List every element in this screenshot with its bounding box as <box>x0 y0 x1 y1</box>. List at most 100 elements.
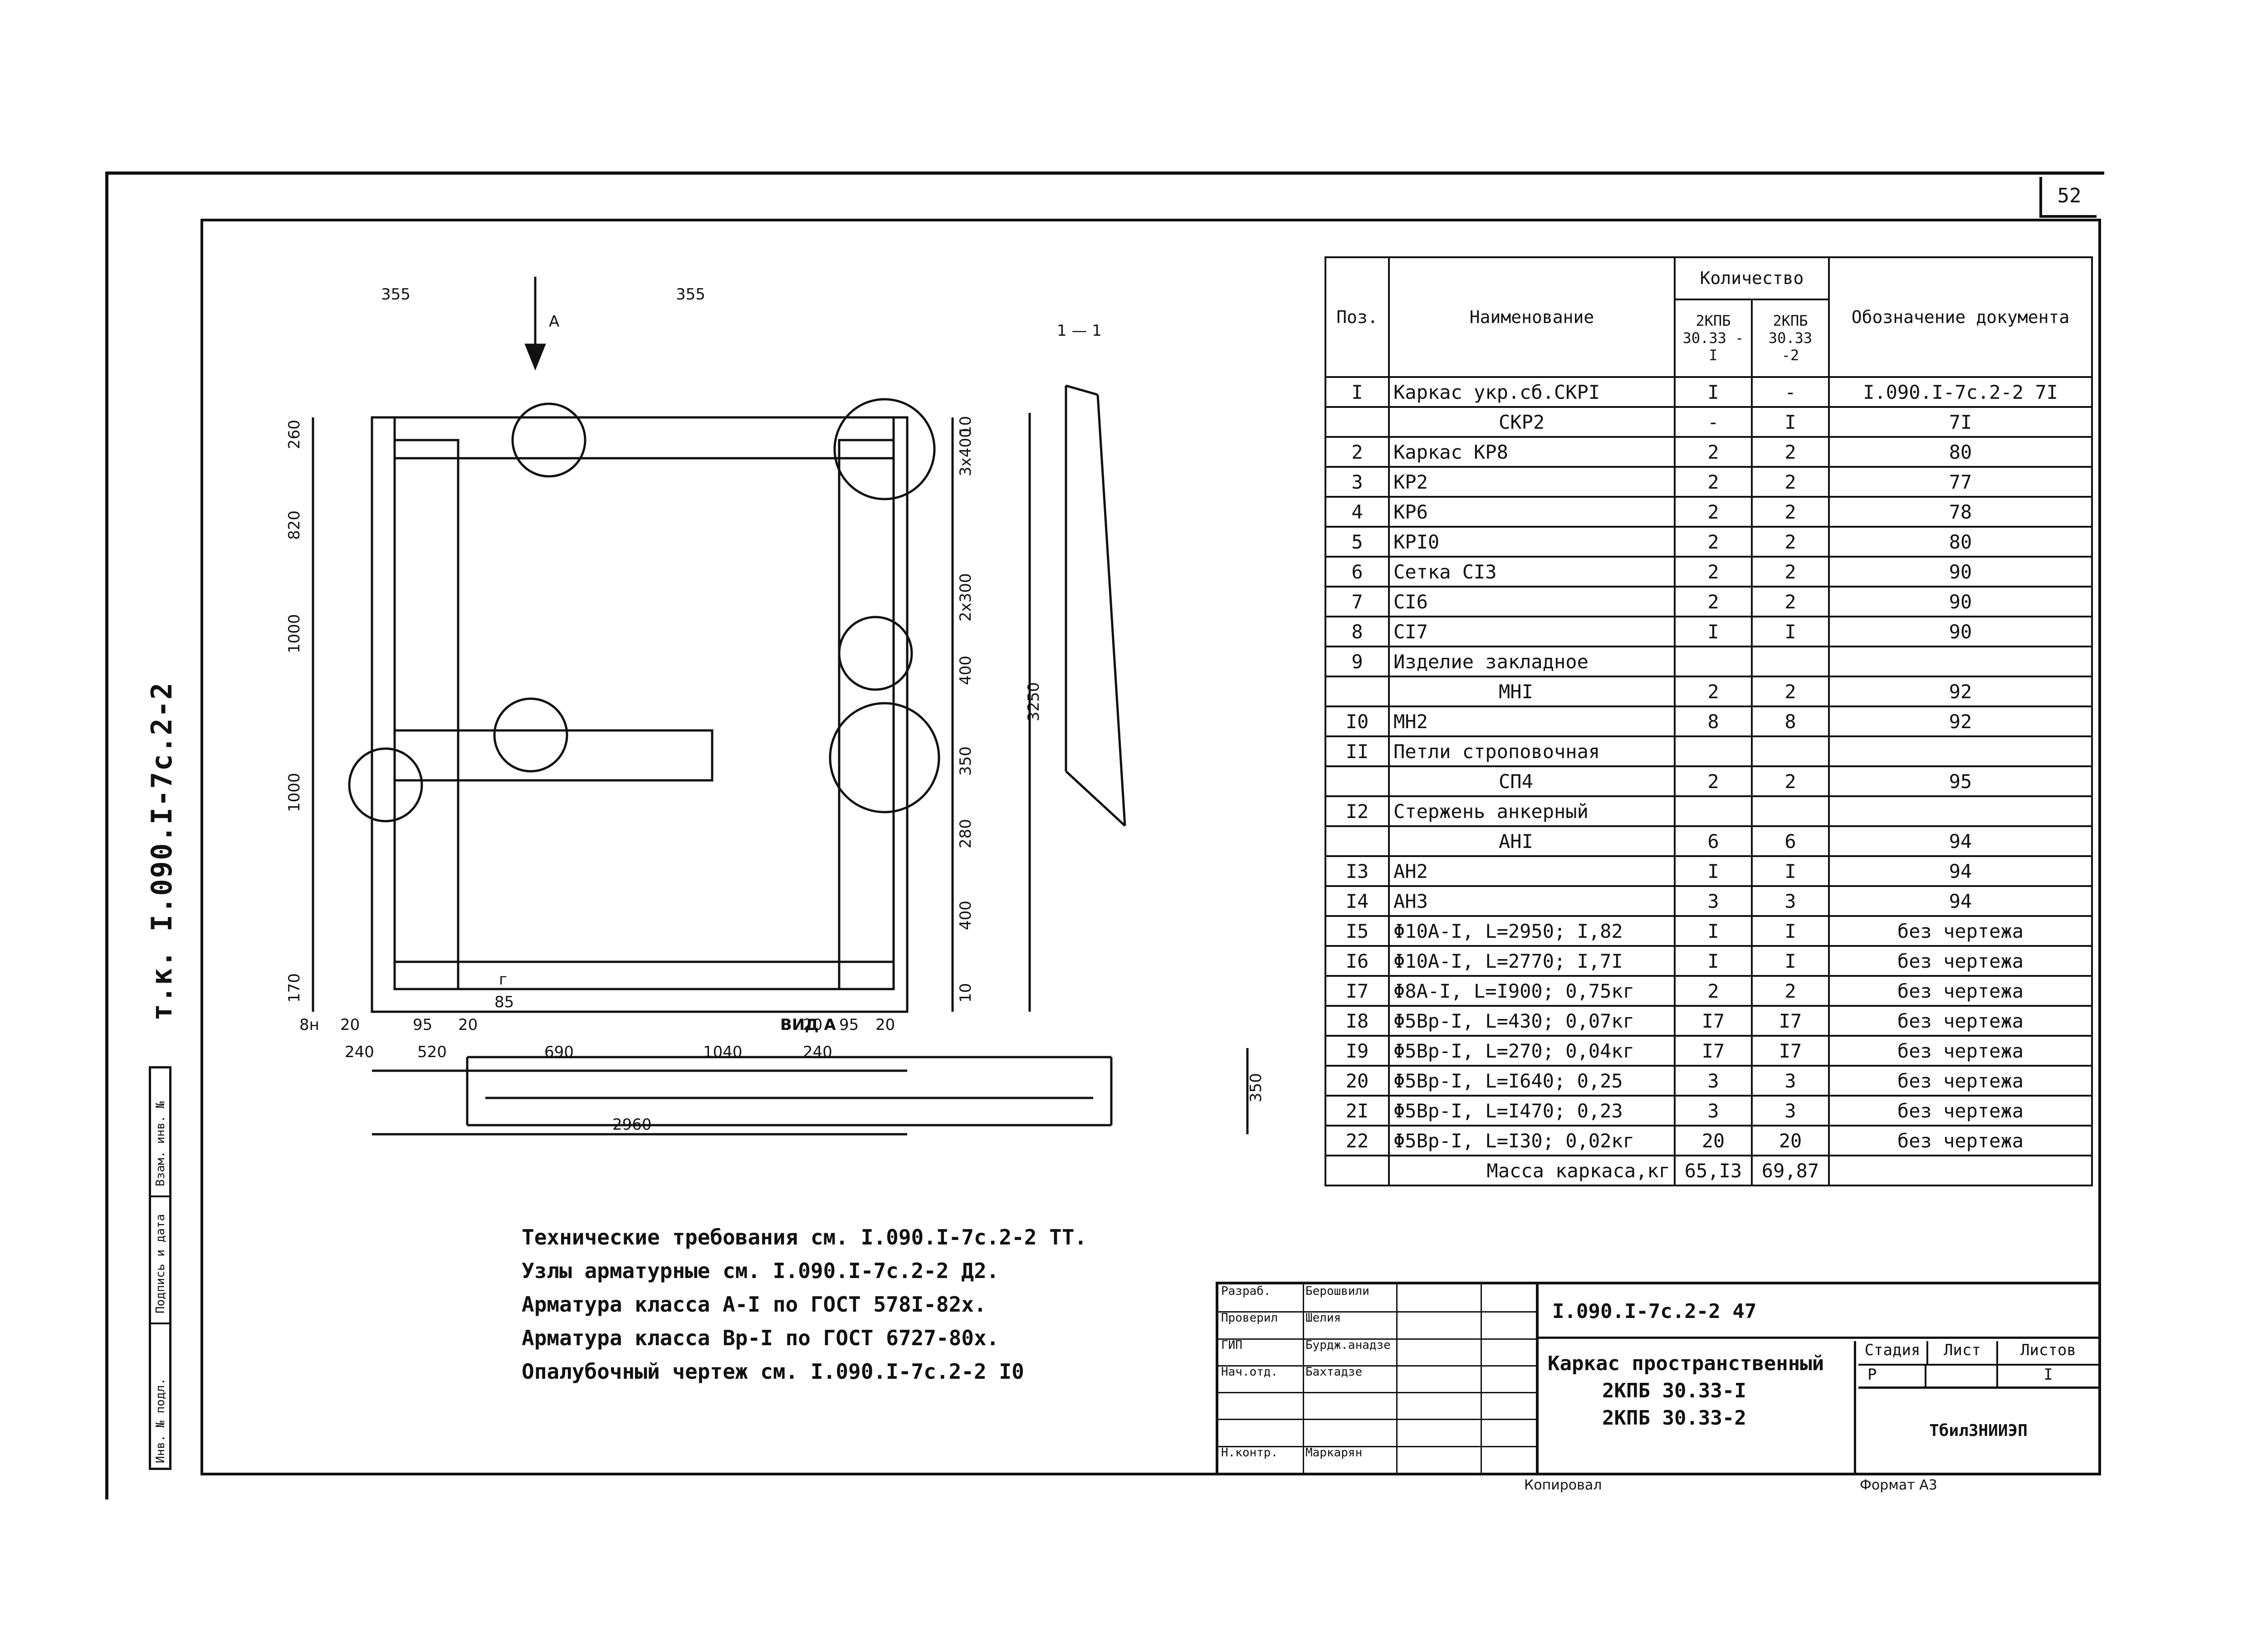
dim-left: 1000 <box>285 773 303 812</box>
cell-q1: 2 <box>1674 765 1753 797</box>
cell-q1: 20 <box>1674 1125 1753 1156</box>
cell-pos <box>1325 406 1390 438</box>
cell-q1: I7 <box>1674 1005 1753 1037</box>
signature-role <box>1218 1392 1304 1419</box>
cell-doc: 95 <box>1828 765 2093 797</box>
dim-bottom: 690 <box>544 1043 574 1061</box>
stamp-label-signature: Подпись и дата <box>154 1214 167 1313</box>
detail-circle <box>838 616 913 691</box>
cell-name: Φ5Вр-I, L=430; 0,07кг <box>1388 1005 1676 1037</box>
stage-label: Стадия <box>1858 1341 1928 1366</box>
inner-frame <box>200 219 2101 1475</box>
detail-circle <box>493 697 568 773</box>
detail-circle <box>833 398 936 500</box>
cell-q1: I <box>1674 616 1753 647</box>
overall-width: 2960 <box>612 1116 652 1134</box>
cell-pos: 9 <box>1325 646 1390 677</box>
cell-q1: 2 <box>1674 496 1753 528</box>
signature-field <box>1396 1419 1482 1446</box>
cell-q1: 6 <box>1674 825 1753 857</box>
stamp-label-inventory: Инв. № подл. <box>154 1378 167 1463</box>
cell-doc: без чертежа <box>1828 1095 2093 1127</box>
cell-q2: 3 <box>1751 1065 1830 1097</box>
cell-pos: I5 <box>1325 915 1390 947</box>
stamp-label-replacement: Взам. инв. № <box>154 1101 167 1186</box>
cell-q1: I <box>1674 945 1753 977</box>
cell-name: Φ5Вр-I, L=270; 0,04кг <box>1388 1035 1676 1067</box>
header-name: Наименование <box>1388 256 1676 378</box>
cell-q1: 2 <box>1674 556 1753 588</box>
right-cage <box>838 439 895 990</box>
note: Технические требования см. I.090.I-7с.2-… <box>522 1225 1087 1249</box>
cell-q2: I <box>1751 945 1830 977</box>
detail-circle <box>348 747 423 823</box>
reinforcement-drawing: A 1 — 1 ВИД А 355 355 3250 2960 350 260 … <box>285 277 1265 1136</box>
cell-q2: I7 <box>1751 1035 1830 1067</box>
cell-pos: 2 <box>1325 436 1390 468</box>
cell-q2: 2 <box>1751 556 1830 588</box>
cell-doc: 80 <box>1828 436 2093 468</box>
signature-role: Разраб. <box>1218 1284 1304 1312</box>
cell-q2: I7 <box>1751 1005 1830 1037</box>
cell-q2: I <box>1751 616 1830 647</box>
cell-q2: 8 <box>1751 705 1830 737</box>
cell-name: АН3 <box>1388 885 1676 917</box>
cell-doc: 94 <box>1828 855 2093 887</box>
signature-name: Маркарян <box>1303 1445 1398 1473</box>
format-label: Формат А3 <box>1860 1477 1937 1493</box>
dim-left: 170 <box>285 973 303 1003</box>
cell-name: Φ5Вр-I, L=I30; 0,02кг <box>1388 1125 1676 1156</box>
cell-doc <box>1828 735 2093 767</box>
table-header: Поз. Наименование Количество Обозначение… <box>1325 256 2093 378</box>
cell-name: Φ8А-I, L=I900; 0,75кг <box>1388 975 1676 1007</box>
cell-q2: - <box>1751 376 1830 408</box>
cell-name: СI7 <box>1388 616 1676 647</box>
detail-circle <box>511 402 587 478</box>
cell-q2: I <box>1751 406 1830 438</box>
note: Арматура класса А-I по ГОСТ 578I-82х. <box>522 1292 987 1317</box>
overall-height: 3250 <box>1025 682 1043 721</box>
dim-bottom-small: 20 <box>340 1016 360 1034</box>
cell-q1: 2 <box>1674 466 1753 498</box>
cell-doc: без чертежа <box>1828 1035 2093 1067</box>
note: Арматура класса Вр-I по ГОСТ 6727-80х. <box>522 1326 999 1350</box>
signature-field <box>1396 1365 1482 1392</box>
header-doc: Обозначение документа <box>1828 256 2093 378</box>
cell-q2: 3 <box>1751 1095 1830 1127</box>
cell-pos: I2 <box>1325 795 1390 827</box>
cell-doc: без чертежа <box>1828 915 2093 947</box>
cell-pos: 6 <box>1325 556 1390 588</box>
cell-q2: 2 <box>1751 496 1830 528</box>
signature-field <box>1396 1311 1482 1338</box>
cell-q2: 2 <box>1751 765 1830 797</box>
dim-top-left: 355 <box>381 285 411 304</box>
signature-field <box>1396 1392 1482 1419</box>
cell-pos: I6 <box>1325 945 1390 977</box>
cell-pos: 2I <box>1325 1095 1390 1127</box>
cell-doc: без чертежа <box>1828 1125 2093 1156</box>
cell-name: МН2 <box>1388 705 1676 737</box>
signature-name <box>1303 1392 1398 1419</box>
technical-notes: Технические требования см. I.090.I-7с.2-… <box>522 1220 1087 1388</box>
cell-name: Φ10А-I, L=2950; I,82 <box>1388 915 1676 947</box>
sheets-value: I <box>2043 1366 2053 1384</box>
date-field <box>1481 1311 1536 1338</box>
header-qty-1: 2КПБ 30.33 -I <box>1674 298 1753 378</box>
cell-q2: 2 <box>1751 676 1830 707</box>
dim-bottom-small: 20 <box>803 1016 822 1034</box>
cell-pos: I <box>1325 376 1390 408</box>
cell-doc: 90 <box>1828 556 2093 588</box>
signature-name: Бурдж.анадзе <box>1303 1338 1398 1365</box>
cell-name: СП4 <box>1388 765 1676 797</box>
